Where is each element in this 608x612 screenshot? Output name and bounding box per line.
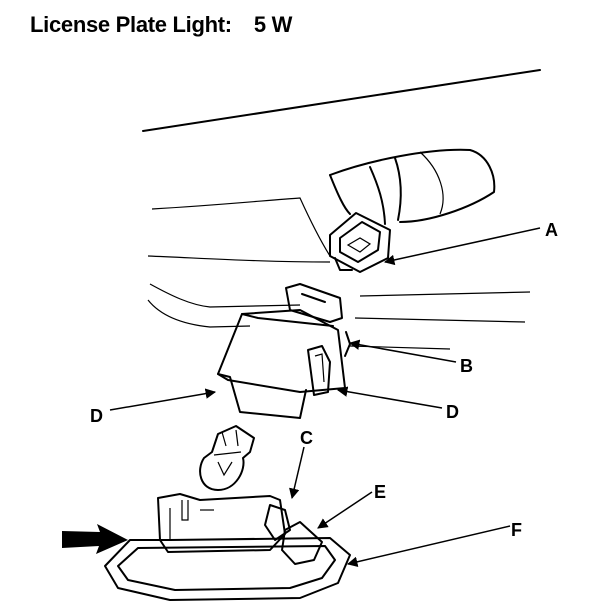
callout-d-right: D: [446, 402, 459, 422]
wire-harness: [329, 148, 496, 225]
callout-f: F: [511, 520, 522, 540]
socket-b: [217, 283, 351, 419]
lens-housing-f: [104, 493, 351, 601]
callout-d-left: D: [90, 406, 103, 426]
callout-c: C: [300, 428, 313, 448]
bulb-c: [199, 425, 255, 491]
callout-b: B: [460, 356, 473, 376]
diagram-title: License Plate Light: 5 W: [30, 12, 292, 38]
callout-a: A: [545, 220, 558, 240]
title-label: License Plate Light:: [30, 12, 232, 37]
removal-direction-arrow: [62, 524, 128, 554]
title-wattage: 5 W: [253, 12, 293, 37]
connector-a: [329, 212, 391, 273]
callout-e: E: [374, 482, 386, 502]
body-panel-lines: [142, 69, 541, 350]
callout-leaders: [109, 227, 541, 567]
